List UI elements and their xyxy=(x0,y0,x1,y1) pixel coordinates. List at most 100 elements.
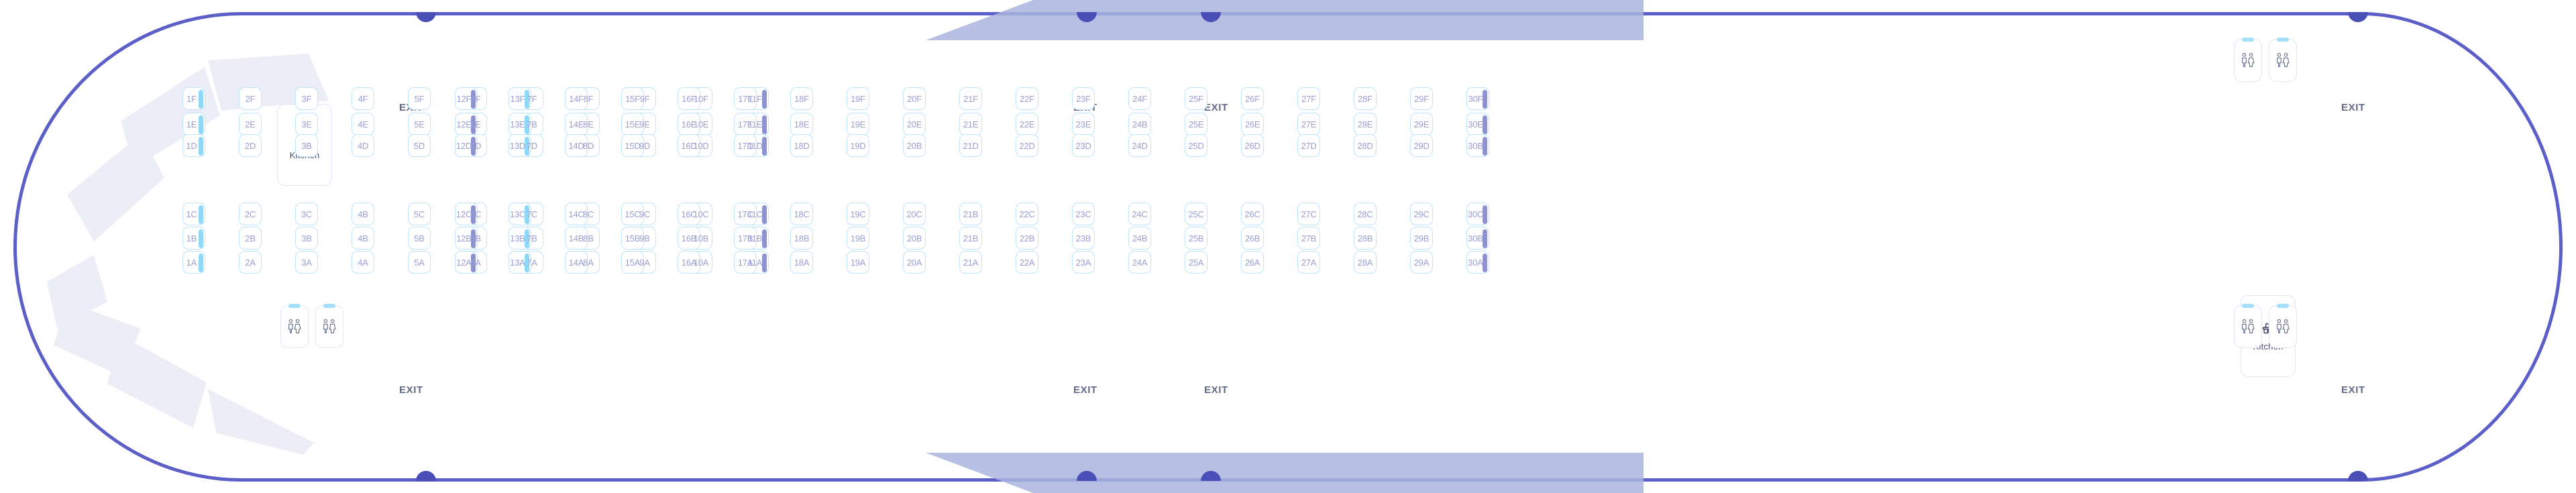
seat-24A[interactable]: 24A xyxy=(1128,251,1151,274)
seat-18E[interactable]: 18E xyxy=(790,113,813,135)
seat-22D[interactable]: 22D xyxy=(1016,134,1038,157)
seat-2C[interactable]: 2C xyxy=(239,203,262,225)
seat-30B[interactable]: 30B xyxy=(1466,227,1489,250)
seat-18F[interactable]: 18F xyxy=(790,87,813,110)
seat-25E[interactable]: 25E xyxy=(1185,113,1208,135)
seat-27D[interactable]: 27D xyxy=(1297,134,1320,157)
seat-15F[interactable]: 15F xyxy=(621,87,644,110)
seat-24F[interactable]: 24F xyxy=(1128,87,1151,110)
seat-30B[interactable]: 30B xyxy=(1466,134,1489,157)
seat-28A[interactable]: 28A xyxy=(1354,251,1377,274)
seat-28B[interactable]: 28B xyxy=(1354,227,1377,250)
seat-3E[interactable]: 3E xyxy=(295,113,318,135)
seat-3F[interactable]: 3F xyxy=(295,87,318,110)
seat-15B[interactable]: 15B xyxy=(621,227,644,250)
seat-27A[interactable]: 27A xyxy=(1297,251,1320,274)
seat-18A[interactable]: 18A xyxy=(790,251,813,274)
seat-12C[interactable]: 12C xyxy=(455,203,478,225)
seat-28D[interactable]: 28D xyxy=(1354,134,1377,157)
seat-4D[interactable]: 4D xyxy=(352,134,374,157)
seat-15D[interactable]: 15D xyxy=(621,134,644,157)
seat-15C[interactable]: 15C xyxy=(621,203,644,225)
seat-1F[interactable]: 1F xyxy=(182,87,205,110)
seat-13C[interactable]: 13C xyxy=(508,203,531,225)
seat-26F[interactable]: 26F xyxy=(1241,87,1264,110)
seat-22F[interactable]: 22F xyxy=(1016,87,1038,110)
seat-29E[interactable]: 29E xyxy=(1410,113,1433,135)
seat-12E[interactable]: 12E xyxy=(455,113,478,135)
seat-22C[interactable]: 22C xyxy=(1016,203,1038,225)
seat-2D[interactable]: 2D xyxy=(239,134,262,157)
seat-23D[interactable]: 23D xyxy=(1072,134,1095,157)
seat-19F[interactable]: 19F xyxy=(847,87,869,110)
seat-26E[interactable]: 26E xyxy=(1241,113,1264,135)
seat-17A[interactable]: 17A xyxy=(734,251,757,274)
seat-16B[interactable]: 16B xyxy=(678,227,700,250)
seat-26A[interactable]: 26A xyxy=(1241,251,1264,274)
seat-1E[interactable]: 1E xyxy=(182,113,205,135)
seat-2F[interactable]: 2F xyxy=(239,87,262,110)
seat-12F[interactable]: 12F xyxy=(455,87,478,110)
seat-5C[interactable]: 5C xyxy=(408,203,431,225)
forward-lavatory-1[interactable] xyxy=(280,304,309,348)
seat-29D[interactable]: 29D xyxy=(1410,134,1433,157)
seat-23F[interactable]: 23F xyxy=(1072,87,1095,110)
aft-lavatory-3[interactable] xyxy=(2234,304,2262,348)
seat-30C[interactable]: 30C xyxy=(1466,203,1489,225)
forward-lavatory-2[interactable] xyxy=(315,304,343,348)
seat-25F[interactable]: 25F xyxy=(1185,87,1208,110)
aft-lavatory-1[interactable] xyxy=(2234,38,2262,82)
seat-14B[interactable]: 14B xyxy=(565,227,588,250)
seat-29A[interactable]: 29A xyxy=(1410,251,1433,274)
seat-25C[interactable]: 25C xyxy=(1185,203,1208,225)
seat-28C[interactable]: 28C xyxy=(1354,203,1377,225)
seat-30E[interactable]: 30E xyxy=(1466,113,1489,135)
seat-27B[interactable]: 27B xyxy=(1297,227,1320,250)
seat-16C[interactable]: 16C xyxy=(678,203,700,225)
seat-13A[interactable]: 13A xyxy=(508,251,531,274)
seat-17D[interactable]: 17D xyxy=(734,134,757,157)
seat-30A[interactable]: 30A xyxy=(1466,251,1489,274)
seat-5D[interactable]: 5D xyxy=(408,134,431,157)
seat-16D[interactable]: 16D xyxy=(678,134,700,157)
seat-4F[interactable]: 4F xyxy=(352,87,374,110)
seat-3B[interactable]: 3B xyxy=(295,134,318,157)
seat-29B[interactable]: 29B xyxy=(1410,227,1433,250)
seat-19E[interactable]: 19E xyxy=(847,113,869,135)
seat-24B[interactable]: 24B xyxy=(1128,227,1151,250)
seat-27C[interactable]: 27C xyxy=(1297,203,1320,225)
seat-17F[interactable]: 17F xyxy=(734,87,757,110)
seat-1D[interactable]: 1D xyxy=(182,134,205,157)
seat-3A[interactable]: 3A xyxy=(295,251,318,274)
seat-18C[interactable]: 18C xyxy=(790,203,813,225)
seat-4B[interactable]: 4B xyxy=(352,227,374,250)
seat-2E[interactable]: 2E xyxy=(239,113,262,135)
seat-23E[interactable]: 23E xyxy=(1072,113,1095,135)
seat-25D[interactable]: 25D xyxy=(1185,134,1208,157)
seat-1C[interactable]: 1C xyxy=(182,203,205,225)
seat-2B[interactable]: 2B xyxy=(239,227,262,250)
seat-21E[interactable]: 21E xyxy=(959,113,982,135)
seat-19A[interactable]: 19A xyxy=(847,251,869,274)
seat-17E[interactable]: 17E xyxy=(734,113,757,135)
seat-29C[interactable]: 29C xyxy=(1410,203,1433,225)
seat-15E[interactable]: 15E xyxy=(621,113,644,135)
seat-21B[interactable]: 21B xyxy=(959,227,982,250)
seat-23C[interactable]: 23C xyxy=(1072,203,1095,225)
seat-26D[interactable]: 26D xyxy=(1241,134,1264,157)
seat-5E[interactable]: 5E xyxy=(408,113,431,135)
seat-14F[interactable]: 14F xyxy=(565,87,588,110)
seat-2A[interactable]: 2A xyxy=(239,251,262,274)
aft-lavatory-4[interactable] xyxy=(2269,304,2297,348)
seat-12A[interactable]: 12A xyxy=(455,251,478,274)
seat-22A[interactable]: 22A xyxy=(1016,251,1038,274)
seat-30F[interactable]: 30F xyxy=(1466,87,1489,110)
seat-20A[interactable]: 20A xyxy=(903,251,926,274)
seat-5F[interactable]: 5F xyxy=(408,87,431,110)
seat-13F[interactable]: 13F xyxy=(508,87,531,110)
seat-29F[interactable]: 29F xyxy=(1410,87,1433,110)
seat-17C[interactable]: 17C xyxy=(734,203,757,225)
seat-1B[interactable]: 1B xyxy=(182,227,205,250)
seat-18D[interactable]: 18D xyxy=(790,134,813,157)
seat-19B[interactable]: 19B xyxy=(847,227,869,250)
